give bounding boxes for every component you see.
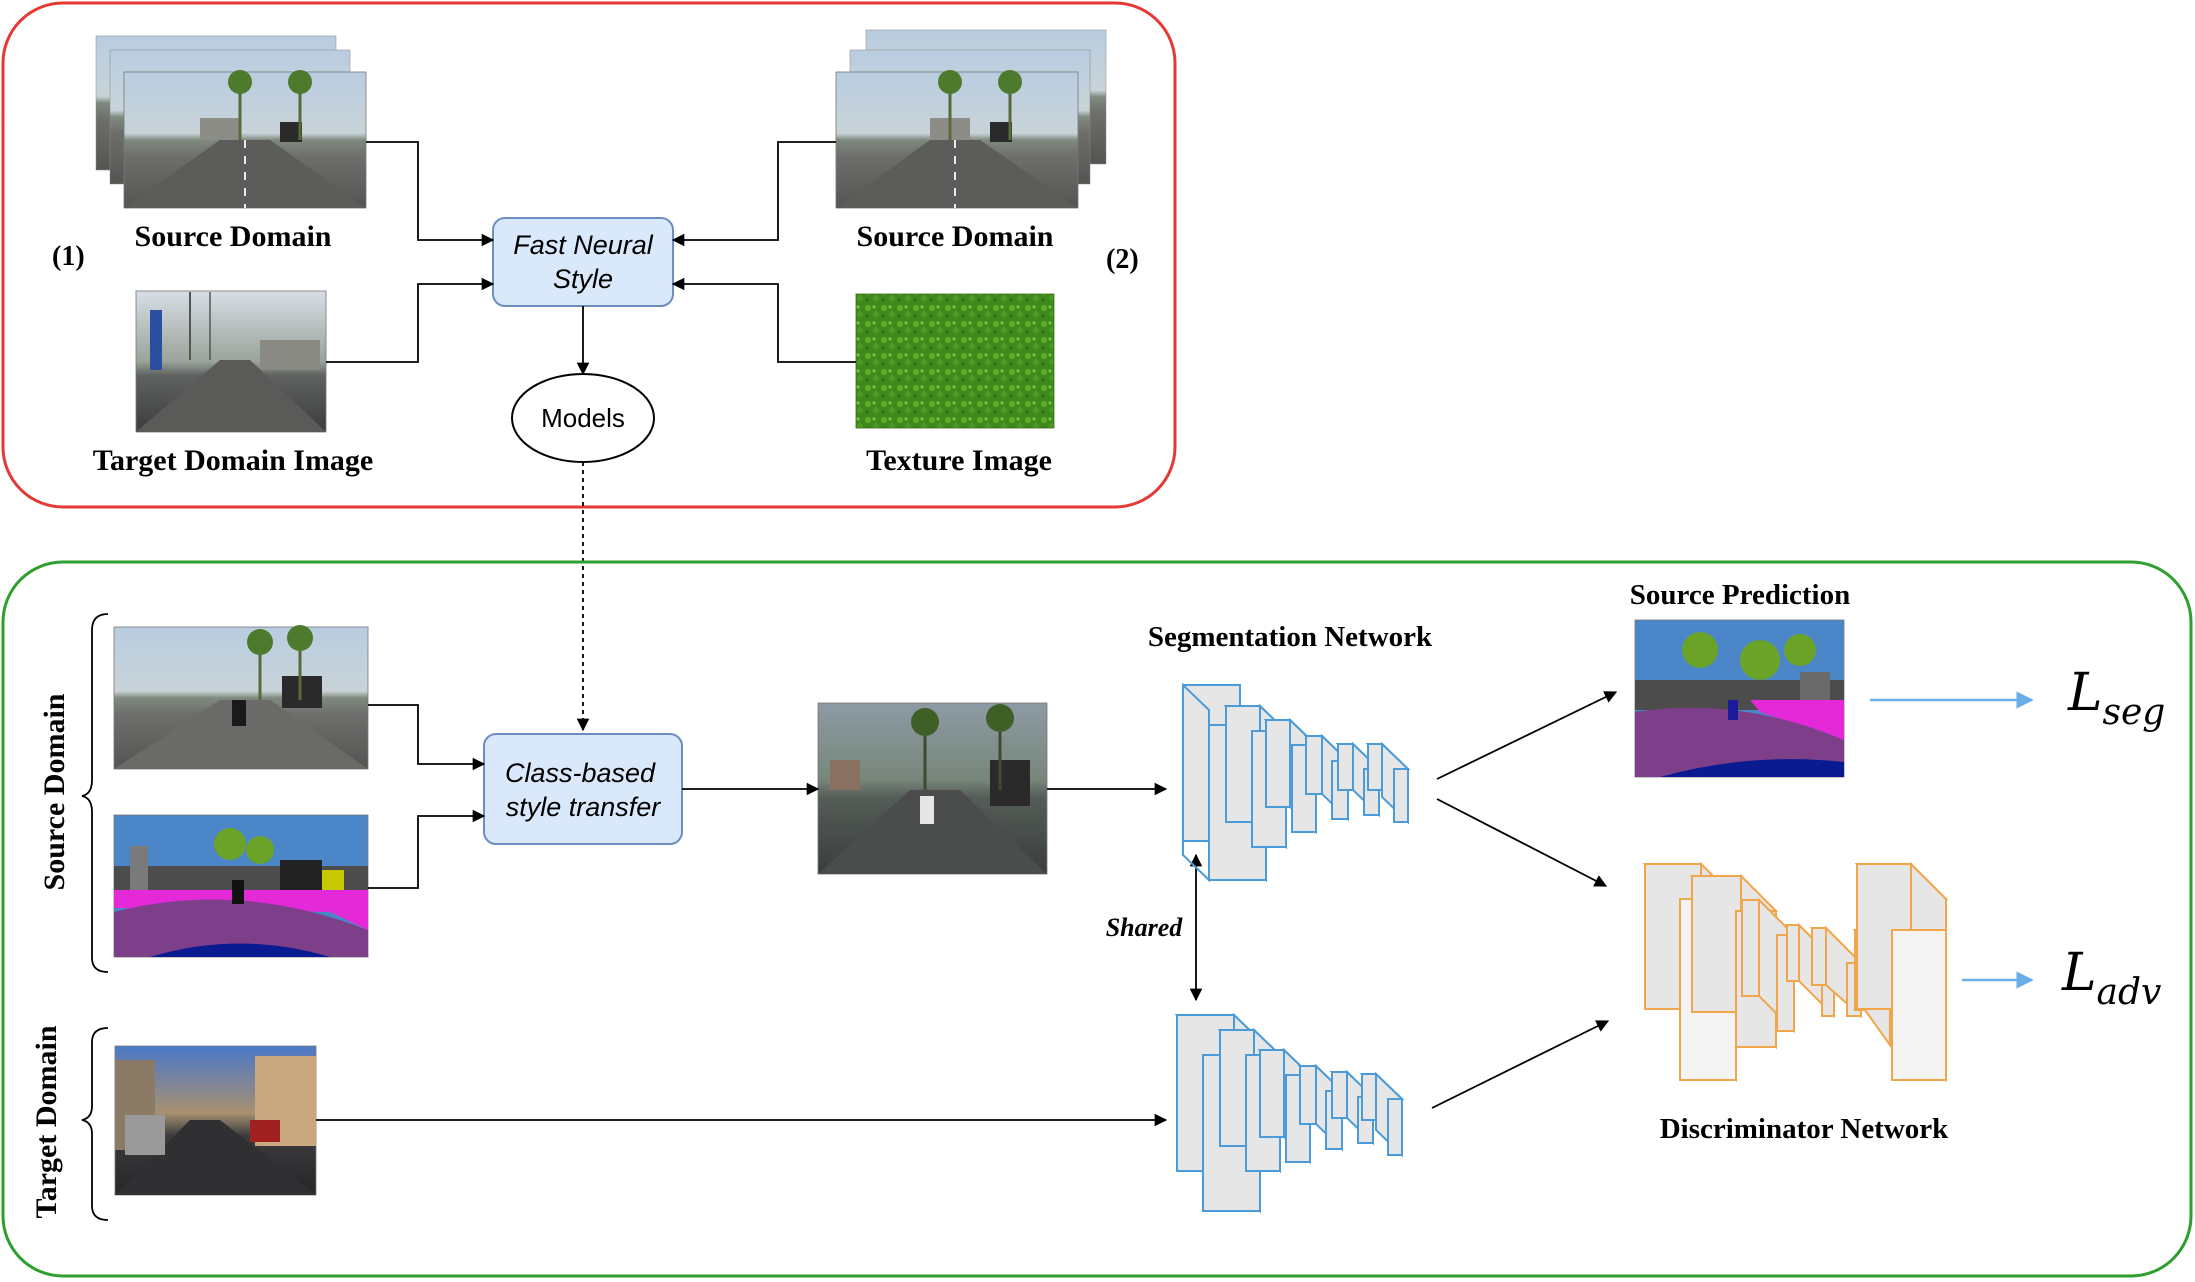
- source-image-bottom: [113, 625, 369, 770]
- discriminator-network-label: Discriminator Network: [1660, 1113, 1949, 1145]
- segmentation-network-source: [1182, 682, 1411, 883]
- source-domain-image-stack-left: [95, 35, 367, 209]
- bottom-panel-connectors: [316, 691, 1618, 1127]
- class-based-line1: Class-based: [505, 758, 656, 788]
- source-prediction-label: Source Prediction: [1630, 579, 1850, 611]
- models-label: Models: [541, 403, 625, 433]
- source-domain-left-label: Source Domain: [135, 220, 332, 253]
- source-domain-image-stack-right: [835, 29, 1107, 209]
- source-domain-brace: [81, 613, 109, 973]
- target-domain-image: [135, 290, 327, 433]
- fast-neural-style-line2: Style: [553, 264, 613, 294]
- seg-loss-label: Lseg: [2067, 663, 2165, 733]
- discriminator-network: [1642, 861, 1949, 1083]
- class-based-line2: style transfer: [506, 792, 662, 822]
- segmentation-network-target: [1174, 1012, 1405, 1214]
- texture-image: [855, 293, 1055, 429]
- adaptation-panel: [1, 560, 2193, 1278]
- target-domain-image-label: Target Domain Image: [93, 444, 374, 477]
- target-domain-side-label: Target Domain: [30, 1025, 63, 1218]
- source-label-map: [113, 814, 369, 958]
- marker-2: (2): [1106, 244, 1139, 275]
- shared-label: Shared: [1106, 913, 1184, 942]
- target-domain-image-bottom: [114, 1045, 317, 1196]
- target-domain-brace: [81, 1027, 109, 1221]
- segmentation-network-label: Segmentation Network: [1148, 621, 1433, 653]
- style-transfer-panel: [1, 1, 1177, 509]
- source-domain-side-label: Source Domain: [38, 693, 71, 890]
- texture-image-label: Texture Image: [866, 444, 1052, 477]
- source-domain-right-label: Source Domain: [857, 220, 1054, 253]
- stylized-source-image: [817, 702, 1048, 875]
- marker-1: (1): [52, 241, 85, 272]
- top-panel-connectors: [326, 141, 856, 732]
- class-based-style-transfer-box: [483, 733, 683, 845]
- source-prediction-image: [1634, 619, 1845, 778]
- fast-neural-style-line1: Fast Neural: [513, 230, 654, 260]
- adv-loss-label: Ladv: [2061, 943, 2161, 1013]
